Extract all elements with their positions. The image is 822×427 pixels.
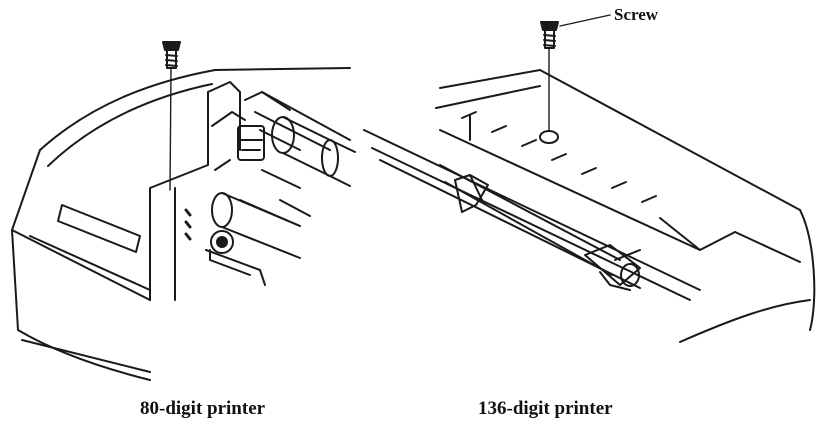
screw-callout-label: Screw: [614, 5, 659, 24]
screw-icon-left: [162, 41, 181, 191]
callout-leader: [559, 14, 611, 27]
left-caption: 80-digit printer: [140, 398, 266, 419]
right-caption: 136-digit printer: [478, 398, 613, 419]
screw-icon-right: [540, 21, 559, 131]
